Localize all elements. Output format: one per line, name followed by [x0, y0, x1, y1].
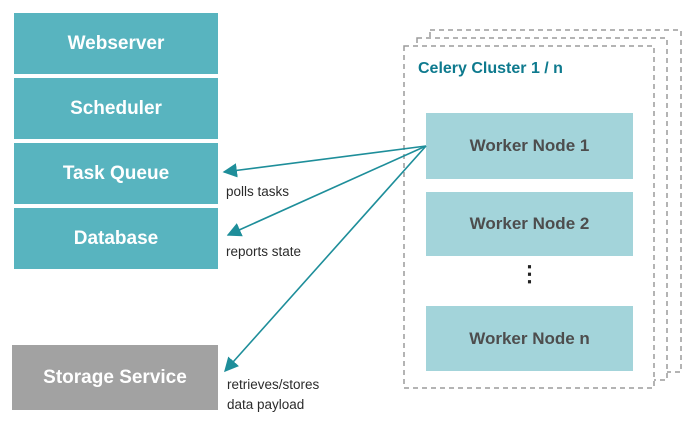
edge-label-polls-tasks: polls tasks: [226, 184, 290, 199]
node-worker-n: Worker Node n: [426, 306, 633, 371]
node-worker-2: Worker Node 2: [426, 192, 633, 256]
node-database: Database: [14, 208, 218, 269]
node-storage-service: Storage Service: [12, 345, 218, 410]
cluster-title: Celery Cluster 1 / n: [418, 60, 563, 77]
node-webserver: Webserver: [14, 13, 218, 74]
edge-label-reports-state: reports state: [226, 244, 302, 259]
node-task-queue: Task Queue: [14, 143, 218, 204]
edge-label-retrieves-stores: retrieves/stores data payload: [227, 377, 320, 412]
node-worker-1: Worker Node 1: [426, 113, 633, 179]
node-scheduler: Scheduler: [14, 78, 218, 139]
workers-ellipsis: ⋮: [518, 261, 541, 286]
